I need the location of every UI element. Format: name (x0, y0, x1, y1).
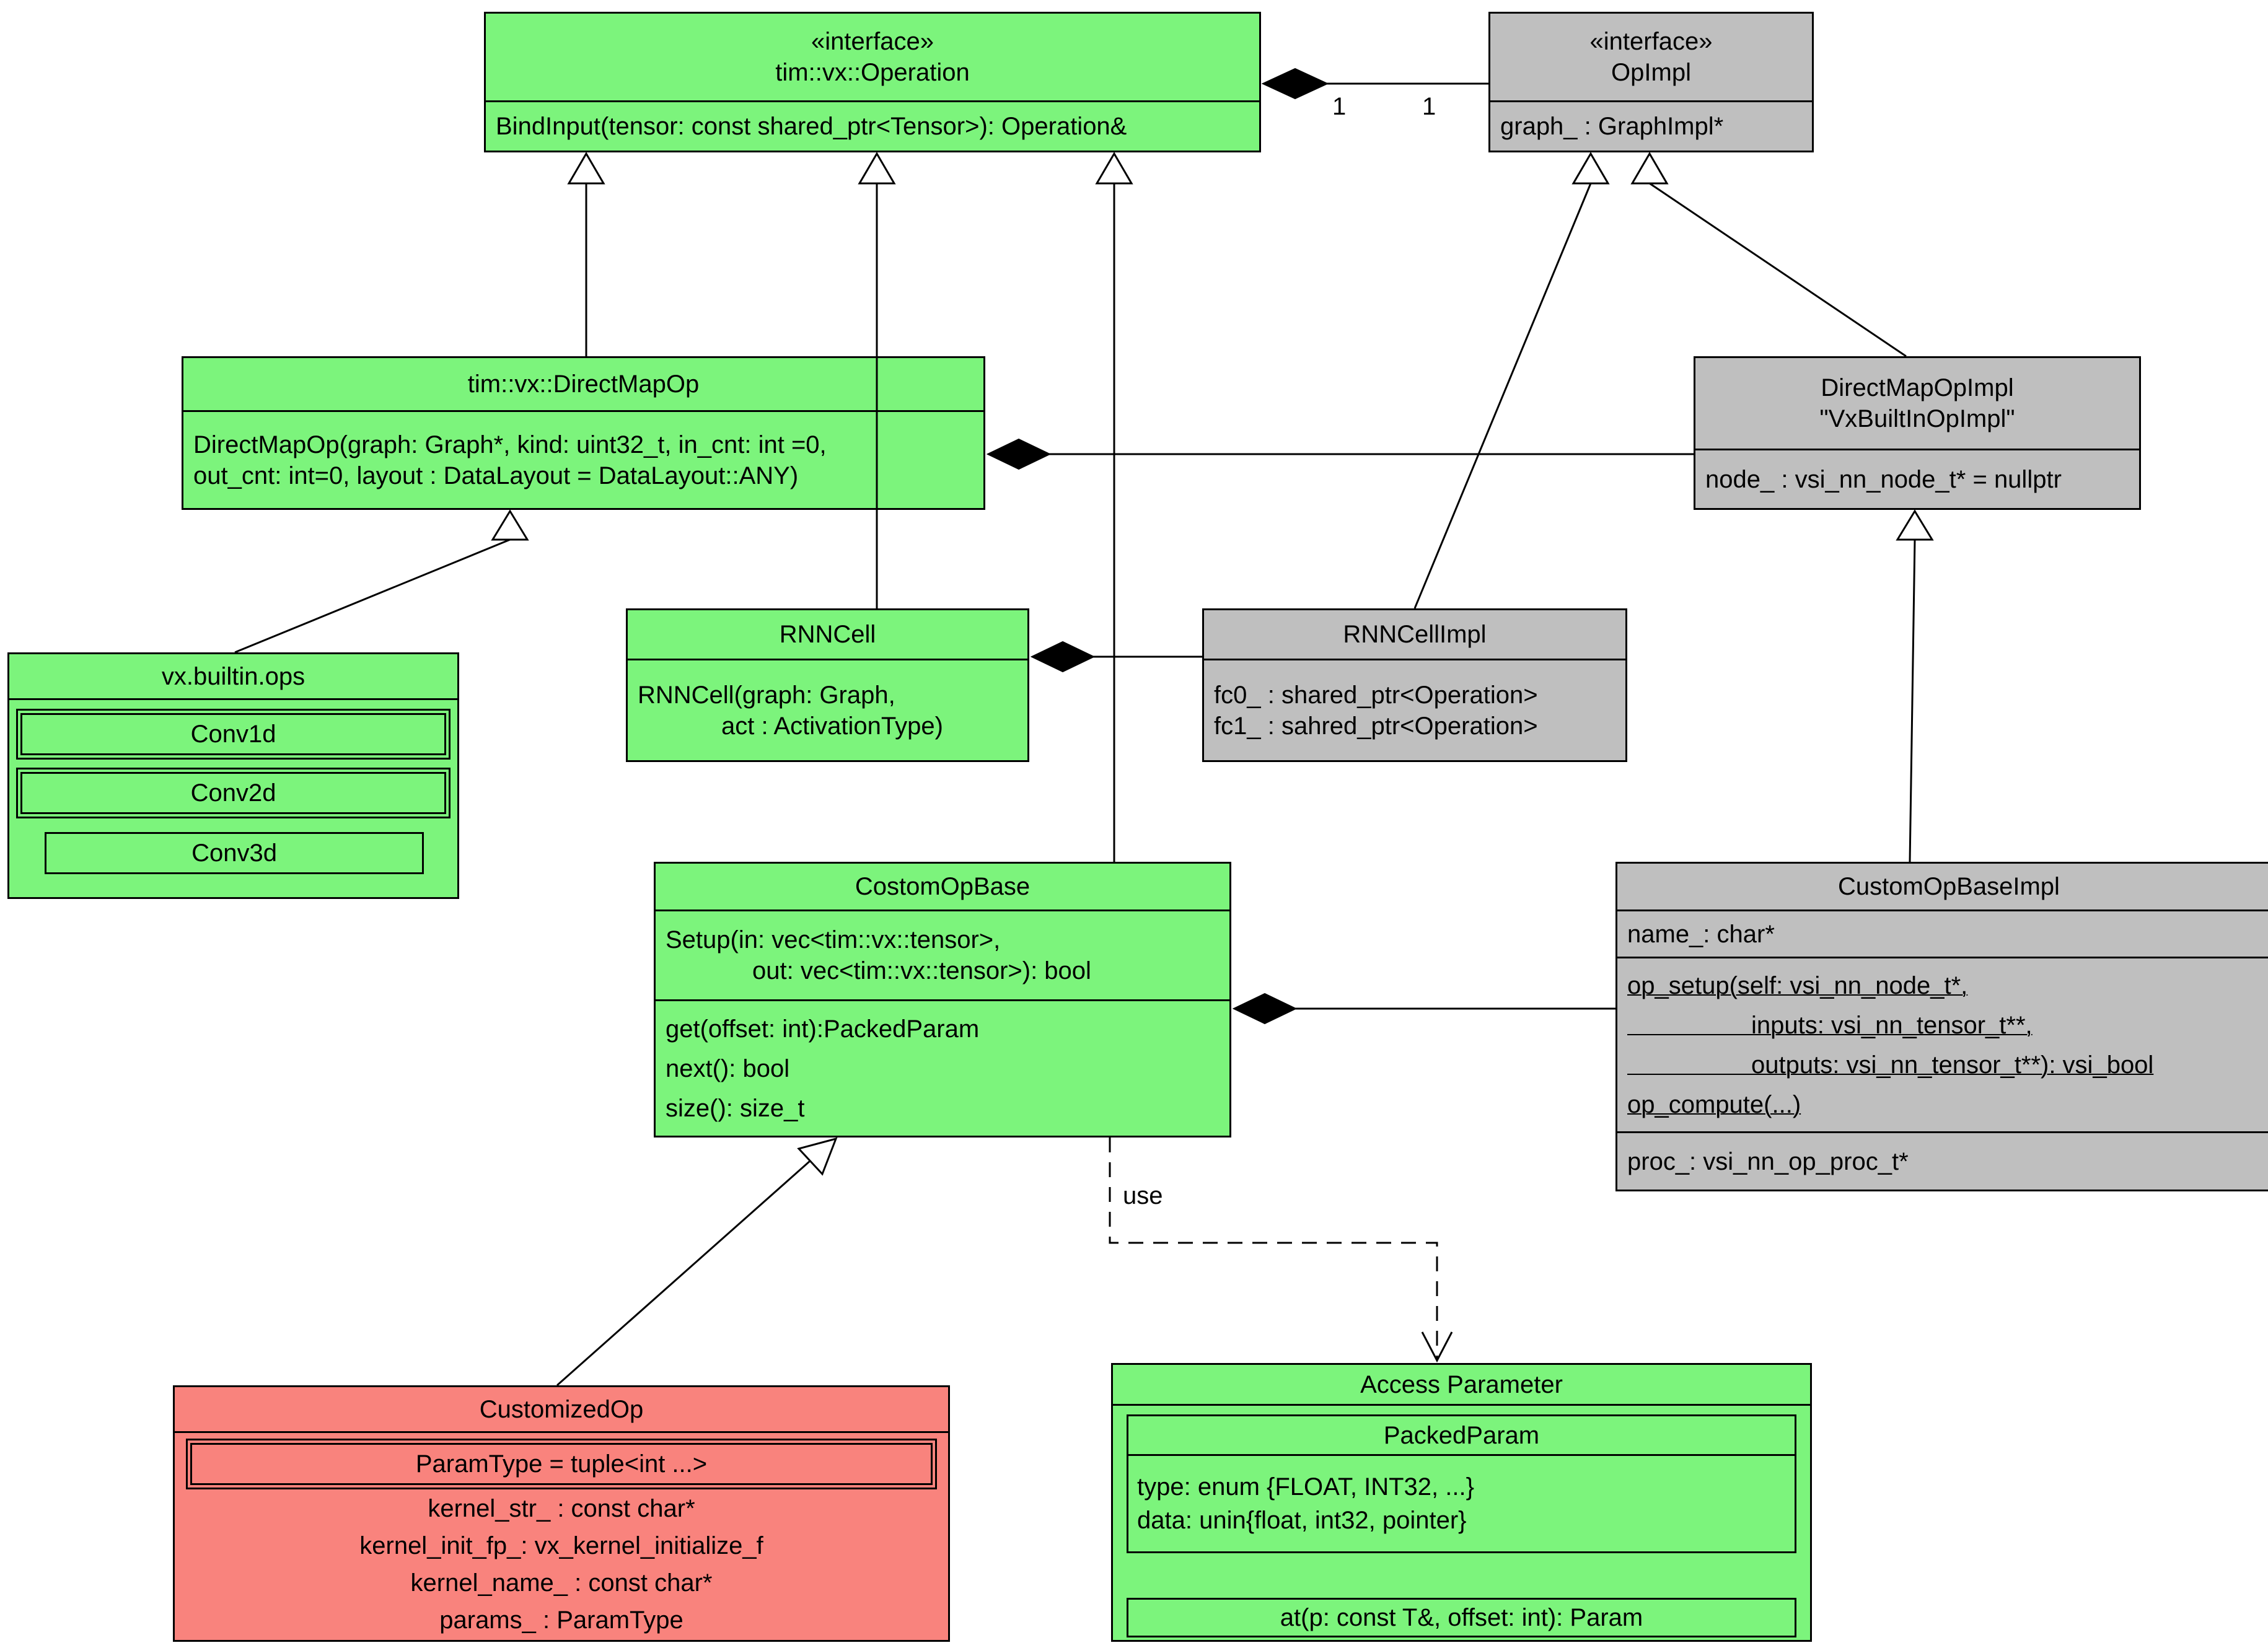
packedparam-attr-data: data: unin{float, int32, pointer} (1137, 1507, 1467, 1534)
customopbaseimpl-op-setup-line2: inputs: vsi_nn_tensor_t**, (1627, 1011, 2033, 1039)
inheritance-triangle-operation-2 (858, 152, 896, 185)
class-customopbaseimpl: CustomOpBaseImpl name_: char* op_setup(s… (1615, 862, 2268, 1191)
inheritance-triangle-operation-1 (567, 152, 605, 185)
rnncell-name: RNNCell (779, 621, 876, 648)
directmapop-name: tim::vx::DirectMapOp (467, 370, 700, 398)
edge-customopbaseimpl-directmapopimpl (1909, 539, 1916, 862)
customizedop-field-kernel-name: kernel_name_ : const char* (410, 1569, 713, 1597)
costomopbase-setup-line1: Setup(in: vec<tim::vx::tensor>, (666, 926, 1001, 953)
inheritance-triangle-directmapop (491, 509, 529, 541)
customizedop-fields: kernel_str_ : const char* kernel_init_fp… (175, 1492, 948, 1636)
directmapop-method-line1: DirectMapOp(graph: Graph*, kind: uint32_… (193, 431, 827, 458)
edge-use-dependency (1109, 1137, 1438, 1359)
customopbaseimpl-proc: proc_: vsi_nn_op_proc_t* (1627, 1147, 1909, 1175)
edge-builtinops-directmapop (234, 538, 511, 654)
customizedop-field-kernel-init-fp: kernel_init_fp_: vx_kernel_initialize_f (359, 1532, 763, 1559)
rnncellimpl-attr1: fc0_ : shared_ptr<Operation> (1214, 681, 1538, 709)
dependency-arrowhead (1421, 1331, 1453, 1363)
inheritance-triangle-operation-3 (1095, 152, 1133, 185)
directmapopimpl-name: DirectMapOpImpl (1821, 374, 2014, 401)
conv1d-label: Conv1d (190, 720, 276, 748)
composition-diamond-rnncell (1030, 641, 1096, 673)
customopbaseimpl-op-setup-line3: outputs: vsi_nn_tensor_t**): vsi_bool (1627, 1051, 2154, 1079)
inheritance-triangle-directmapopimpl (1896, 509, 1934, 541)
composition-diamond-operation (1261, 68, 1329, 100)
costomopbase-setup-line2: out: vec<tim::vx::tensor>): bool (752, 957, 1091, 984)
builtinops-name: vx.builtin.ops (161, 662, 305, 690)
directmapop-method-line2: out_cnt: int=0, layout : DataLayout = Da… (193, 462, 799, 489)
class-rnncell: RNNCell RNNCell(graph: Graph, act : Acti… (626, 608, 1029, 762)
class-customizedop: CustomizedOp ParamType = tuple<int ...> … (173, 1385, 950, 1642)
rnncellimpl-name: RNNCellImpl (1343, 621, 1487, 648)
costomopbase-method-size: size(): size_t (666, 1094, 805, 1122)
opimpl-name: OpImpl (1611, 59, 1691, 86)
operation-method: BindInput(tensor: const shared_ptr<Tenso… (496, 113, 1127, 140)
customopbaseimpl-name: CustomOpBaseImpl (1838, 873, 2060, 900)
class-costomopbase: CostomOpBase Setup(in: vec<tim::vx::tens… (654, 862, 1231, 1137)
customopbaseimpl-op-compute: op_compute(...) (1627, 1090, 1801, 1118)
class-rnncellimpl: RNNCellImpl fc0_ : shared_ptr<Operation>… (1202, 608, 1627, 762)
costomopbase-name: CostomOpBase (855, 873, 1031, 900)
use-dependency-label: use (1123, 1182, 1163, 1209)
multiplicity-source: 1 (1332, 93, 1347, 120)
class-packedparam: PackedParam type: enum {FLOAT, INT32, ..… (1127, 1414, 1796, 1553)
class-accessparameter: Access Parameter PackedParam type: enum … (1111, 1363, 1812, 1642)
packedparam-attr-type: type: enum {FLOAT, INT32, ...} (1137, 1473, 1474, 1501)
opimpl-stereotype: «interface» (1589, 28, 1713, 55)
multiplicity-target: 1 (1422, 93, 1436, 120)
accessparameter-name: Access Parameter (1360, 1370, 1563, 1398)
class-directmapop: tim::vx::DirectMapOp DirectMapOp(graph: … (182, 356, 985, 510)
inheritance-triangle-costomopbase (797, 1137, 838, 1176)
rnncellimpl-attr2: fc1_ : sahred_ptr<Operation> (1214, 712, 1538, 740)
class-conv2d: Conv2d (16, 768, 451, 818)
inheritance-triangle-opimpl-1 (1571, 152, 1610, 185)
class-builtinops: vx.builtin.ops Conv1d Conv2d Conv3d (7, 652, 459, 899)
packedparam-at-box: at(p: const T&, offset: int): Param (1127, 1598, 1796, 1637)
customizedop-field-params: params_ : ParamType (439, 1606, 683, 1634)
packedparam-at-method: at(p: const T&, offset: int): Param (1280, 1603, 1643, 1631)
class-operation: «interface» tim::vx::Operation BindInput… (484, 12, 1261, 152)
edge-rnncellimpl-opimpl (1413, 183, 1592, 609)
edge-customizedop-costomopbase (556, 1160, 811, 1387)
edge-directmapopimpl-opimpl (1649, 182, 1907, 357)
operation-stereotype: «interface» (811, 28, 934, 55)
costomopbase-method-get: get(offset: int):PackedParam (666, 1015, 980, 1043)
composition-diamond-costomopbase (1232, 993, 1298, 1025)
customizedop-name: CustomizedOp (479, 1395, 644, 1423)
customizedop-field-kernel-str: kernel_str_ : const char* (428, 1495, 695, 1522)
class-directmapopimpl: DirectMapOpImpl "VxBuiltInOpImpl" node_ … (1694, 356, 2141, 510)
class-conv3d: Conv3d (45, 832, 424, 874)
rnncell-method-line2: act : ActivationType) (721, 712, 943, 740)
directmapopimpl-attr: node_ : vsi_nn_node_t* = nullptr (1705, 465, 2062, 493)
customizedop-paramtype: ParamType = tuple<int ...> (415, 1450, 708, 1478)
customopbaseimpl-attr-name: name_: char* (1627, 920, 1775, 948)
packedparam-name: PackedParam (1383, 1421, 1540, 1449)
class-opimpl: «interface» OpImpl graph_ : GraphImpl* (1488, 12, 1814, 152)
conv2d-label: Conv2d (190, 779, 276, 807)
composition-diamond-directmapop (986, 438, 1052, 470)
costomopbase-method-next: next(): bool (666, 1054, 790, 1082)
inheritance-triangle-opimpl-2 (1630, 152, 1669, 185)
rnncell-method-line1: RNNCell(graph: Graph, (638, 681, 895, 709)
directmapopimpl-alias: "VxBuiltInOpImpl" (1819, 405, 2015, 432)
class-conv1d: Conv1d (16, 709, 451, 760)
conv3d-label: Conv3d (191, 839, 277, 867)
opimpl-attr: graph_ : GraphImpl* (1500, 113, 1724, 140)
customopbaseimpl-op-setup-line1: op_setup(self: vsi_nn_node_t*, (1627, 971, 1968, 999)
customizedop-paramtype-box: ParamType = tuple<int ...> (186, 1439, 937, 1489)
operation-name: tim::vx::Operation (775, 59, 970, 86)
